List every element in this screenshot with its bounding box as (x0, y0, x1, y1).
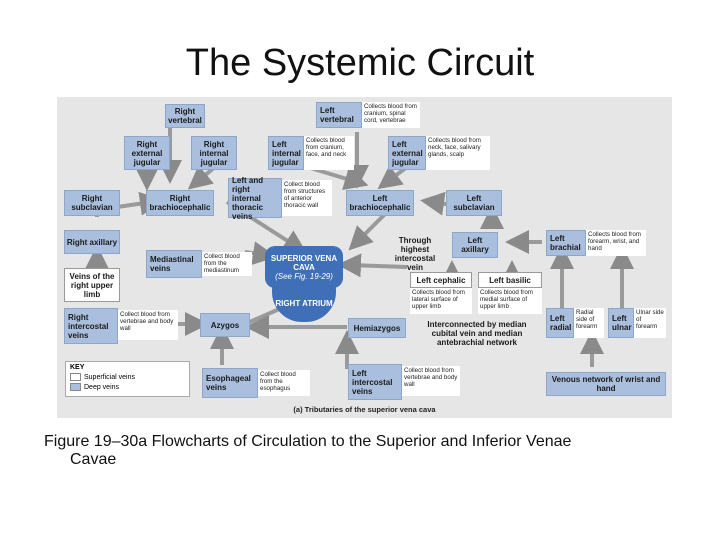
right-atrium: RIGHT ATRIUM (272, 284, 336, 322)
box-right-intercostal-veins: Right intercostal veins (64, 308, 118, 344)
box-left-basilic: Left basilic (478, 272, 542, 288)
box-left-axillary: Left axillary (452, 232, 498, 258)
note-left-brachial: Collects blood from forearm, wrist, and … (586, 230, 646, 256)
box-right-external-jugular: Right external jugular (124, 136, 170, 170)
swatch-superficial (70, 373, 81, 381)
box-left-subclavian: Left subclavian (446, 190, 502, 216)
box-left-external-jugular: Left external jugular (388, 136, 426, 170)
box-left-radial: Left radial (546, 308, 574, 338)
figure-caption: Figure 19–30a Flowcharts of Circulation … (44, 433, 684, 469)
note-mediastinal: Collect blood from the mediastinum (202, 252, 252, 276)
key-row-deep: Deep veins (70, 383, 185, 391)
note-left-basilic: Collects blood from medial surface of up… (478, 288, 542, 314)
swatch-deep (70, 383, 81, 391)
box-right-vertebral: Right vertebral (165, 104, 205, 128)
label-highest-intercostal: Through highest intercostal vein (394, 236, 436, 272)
note-left-ulnar: Ulnar side of forearm (634, 308, 666, 338)
note-left-internal-jugular: Collects blood from cranium, face, and n… (304, 136, 354, 170)
slide-title: The Systemic Circuit (185, 42, 535, 84)
note-right-intercostal: Collect blood from vertebrae and body wa… (118, 310, 178, 340)
note-left-radial: Radial side of forearm (574, 308, 604, 338)
box-mediastinal-veins: Mediastinal veins (146, 250, 202, 278)
svc-reference: (See Fig. 19-29) (275, 271, 333, 281)
note-left-vertebral: Collects blood from cranium, spinal cord… (362, 102, 420, 128)
box-left-ulnar: Left ulnar (608, 308, 634, 338)
box-venous-network: Venous network of wrist and hand (546, 372, 666, 396)
box-esophageal-veins: Esophageal veins (202, 368, 258, 398)
box-left-internal-jugular: Left internal jugular (268, 136, 304, 170)
key-row-superficial: Superficial veins (70, 373, 185, 381)
note-left-external-jugular: Collects blood from neck, face, salivary… (426, 136, 490, 170)
box-right-internal-jugular: Right internal jugular (191, 136, 237, 170)
note-left-intercostal: Collect blood from vertebrae and body wa… (402, 366, 460, 396)
right-atrium-label: RIGHT ATRIUM (275, 298, 333, 308)
box-veins-right-upper-limb: Veins of the right upper limb (64, 268, 120, 302)
note-internal-thoracic: Collect blood from structures of anterio… (282, 180, 332, 216)
box-right-axillary: Right axillary (64, 230, 120, 254)
box-left-brachiocephalic: Left brachiocephalic (346, 190, 414, 216)
label-interconnected: Interconnected by median cubital vein an… (427, 320, 527, 347)
key-superficial-label: Superficial veins (84, 373, 135, 381)
key-title: KEY (70, 364, 85, 371)
caption-line-2: Cavae (70, 451, 117, 468)
box-left-cephalic: Left cephalic (410, 272, 472, 288)
caption-line-1: Figure 19–30a Flowcharts of Circulation … (44, 433, 572, 450)
key-deep-label: Deep veins (84, 383, 120, 391)
box-internal-thoracic: Left and right internal thoracic veins (228, 176, 282, 221)
arrow-highest-intercostal (337, 253, 408, 278)
svc-label: SUPERIOR VENA CAVA (270, 253, 338, 272)
box-hemiazygos: Hemiazygos (348, 318, 406, 338)
superior-vena-cava: SUPERIOR VENA CAVA (See Fig. 19-29) (265, 246, 343, 288)
box-right-subclavian: Right subclavian (64, 190, 120, 216)
key-legend: KEY Superficial veins Deep veins (65, 361, 190, 397)
note-left-cephalic: Collects blood from lateral surface of u… (410, 288, 472, 314)
box-left-intercostal-veins: Left intercostal veins (348, 364, 402, 400)
note-esophageal: Collect blood from the esophagus (258, 370, 310, 396)
box-left-vertebral: Left vertebral (316, 102, 362, 128)
box-azygos: Azygos (200, 313, 250, 337)
box-left-brachial: Left brachial (546, 230, 586, 256)
box-right-brachiocephalic: Right brachiocephalic (146, 190, 214, 216)
figure-subtitle: (a) Tributaries of the superior vena cav… (293, 405, 436, 414)
